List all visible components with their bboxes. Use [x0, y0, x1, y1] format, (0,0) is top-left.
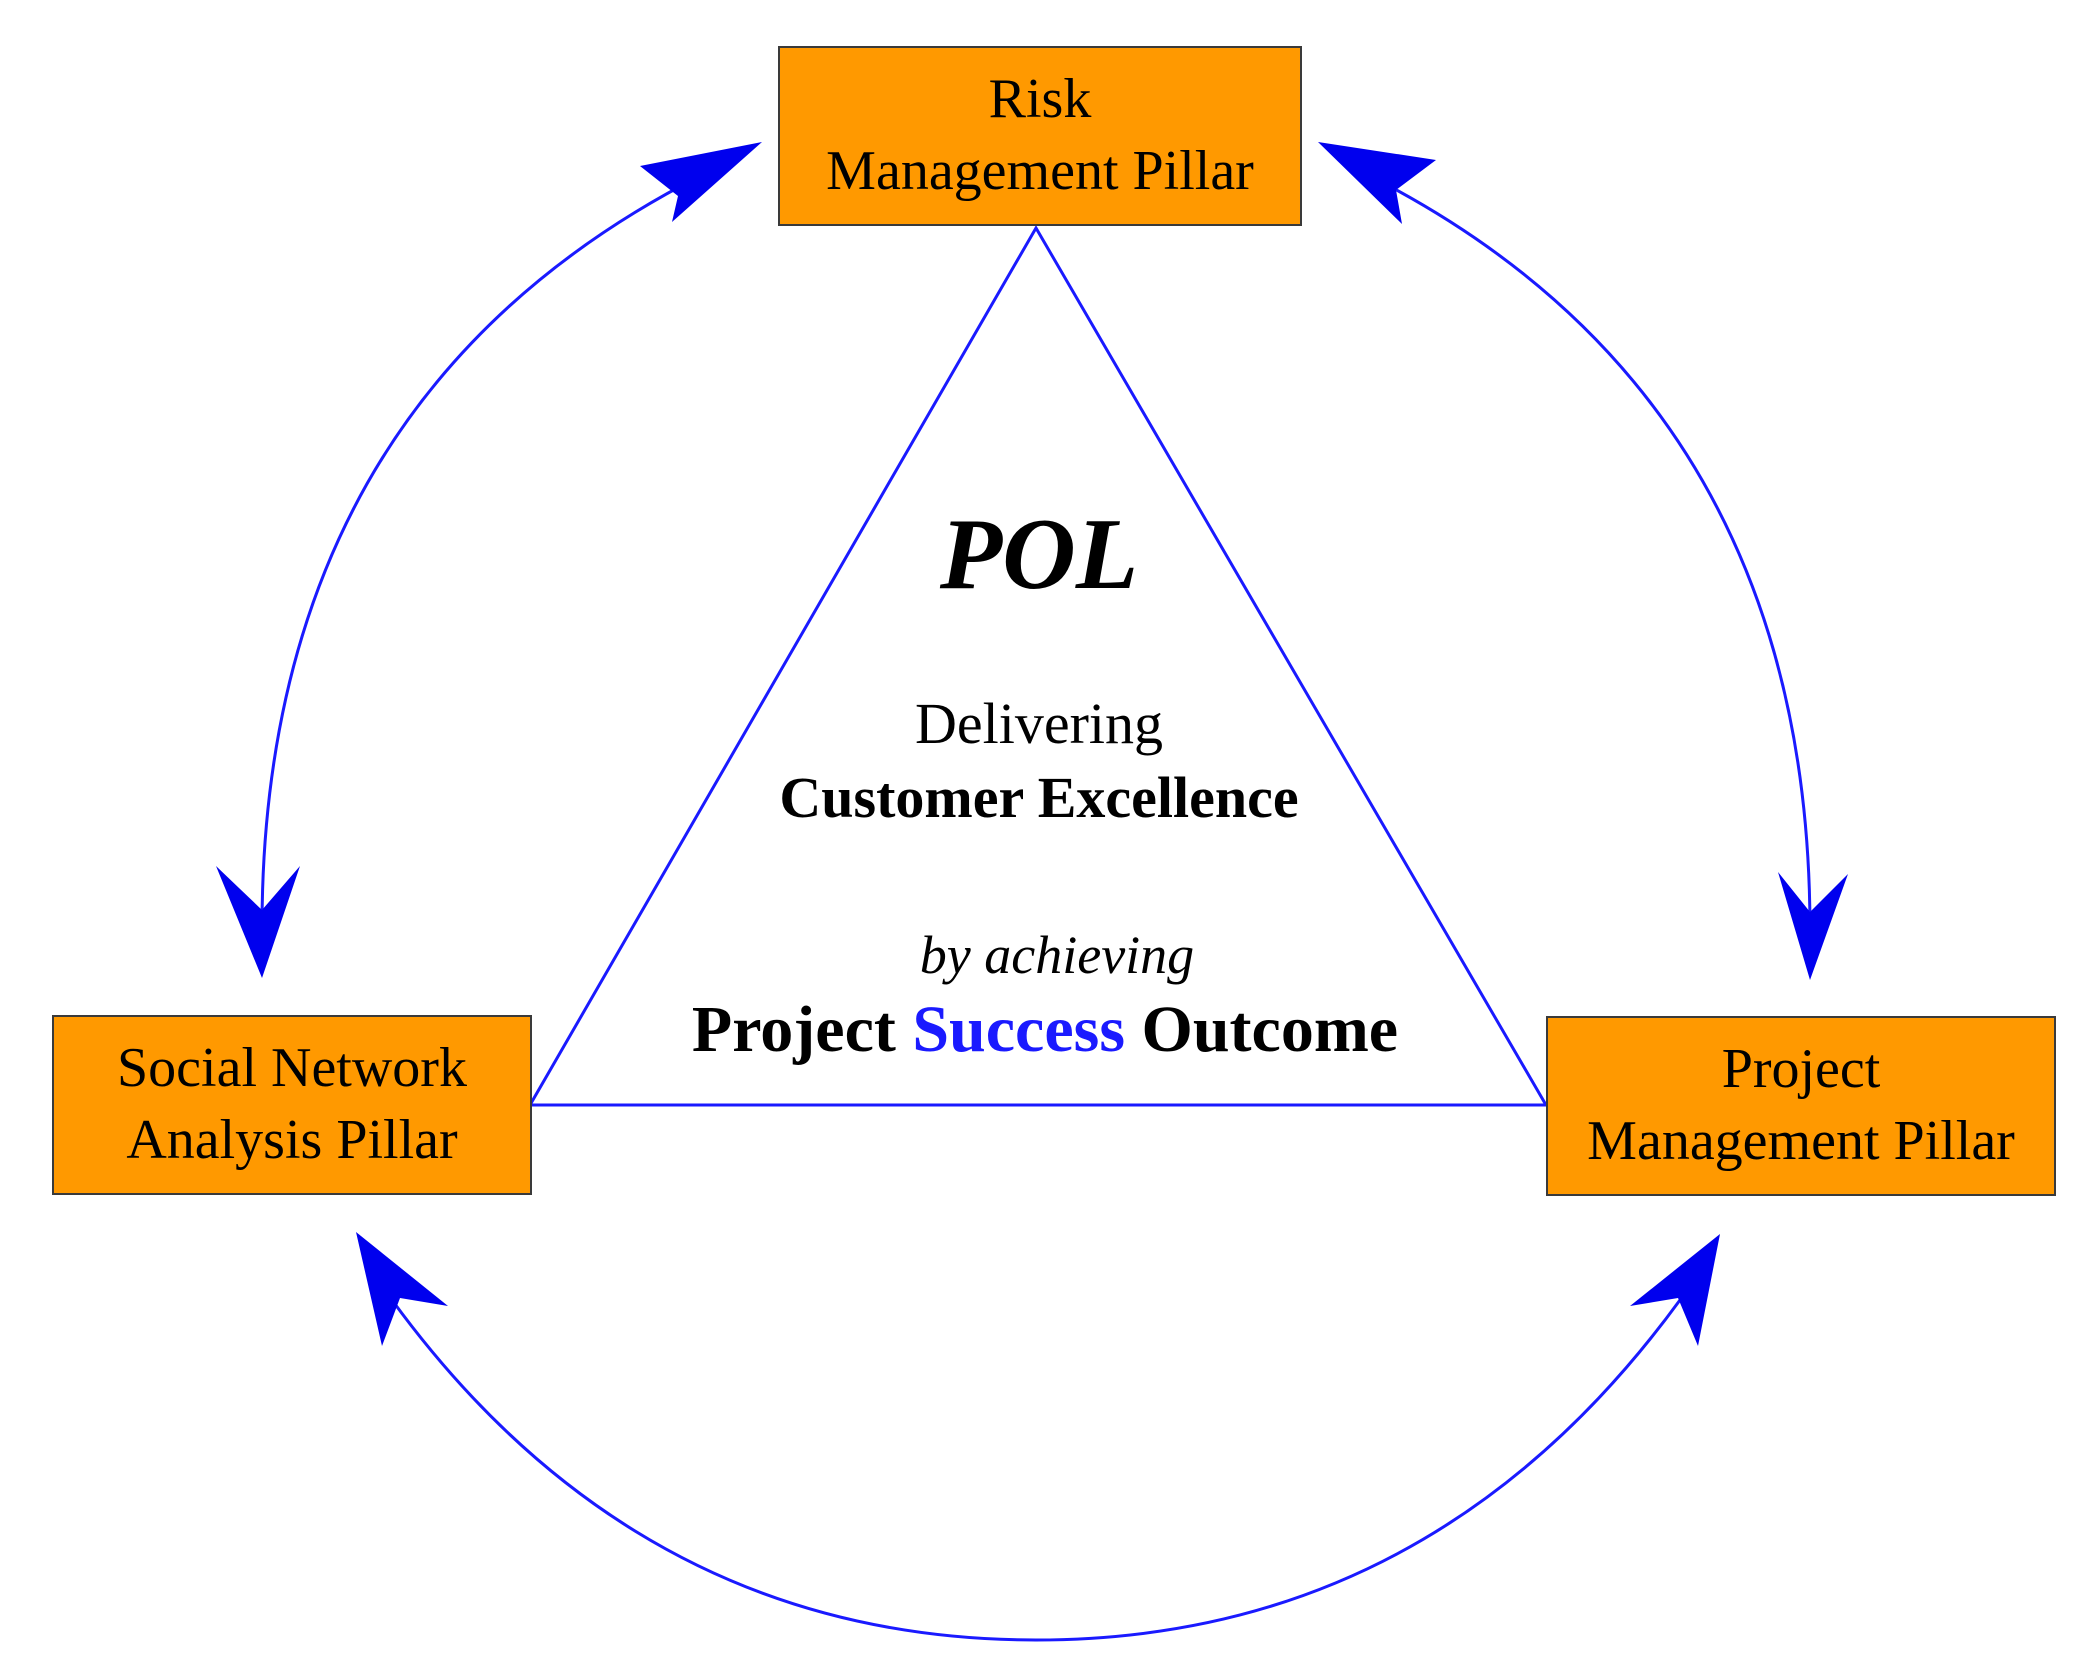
sna-pillar-line1: Social Network — [117, 1037, 467, 1100]
risk-pillar-line1: Risk — [988, 68, 1092, 131]
arrowhead-to-social-network-bottom — [356, 1232, 448, 1346]
arrowhead-to-project-management-bottom — [1630, 1234, 1720, 1346]
social-network-analysis-pillar: Social Network Analysis Pillar — [52, 1015, 532, 1195]
success-highlight: Success — [912, 993, 1126, 1066]
outcome-suffix: Outcome — [1141, 993, 1399, 1066]
risk-management-pillar: Risk Management Pillar — [778, 46, 1302, 226]
pm-pillar-line2: Management Pillar — [1587, 1110, 2015, 1172]
customer-excellence-text: Customer Excellence — [779, 765, 1299, 830]
pol-title: POL — [939, 498, 1139, 611]
arc-risk-social-network — [260, 174, 701, 929]
arc-risk-project-management — [1369, 174, 1812, 931]
arrowhead-to-project-management — [1778, 872, 1848, 980]
arrowhead-to-social-network — [216, 866, 300, 978]
sna-pillar-line2: Analysis Pillar — [126, 1109, 458, 1171]
project-success-outcome-line: Project Success Outcome — [6, 992, 2078, 1068]
pol-triangle — [527, 225, 1549, 1107]
arrowhead-to-risk — [640, 142, 762, 222]
arrowhead-to-risk-right — [1318, 142, 1436, 224]
risk-pillar-line2: Management Pillar — [826, 140, 1254, 202]
pm-pillar-line1: Project — [1721, 1038, 1881, 1101]
arc-social-network-project-management — [390, 1299, 1682, 1642]
project-management-pillar: Project Management Pillar — [1546, 1016, 2056, 1196]
by-achieving-text: by achieving — [919, 925, 1195, 985]
outcome-prefix: Project — [691, 993, 896, 1066]
delivering-text: Delivering — [914, 691, 1164, 756]
